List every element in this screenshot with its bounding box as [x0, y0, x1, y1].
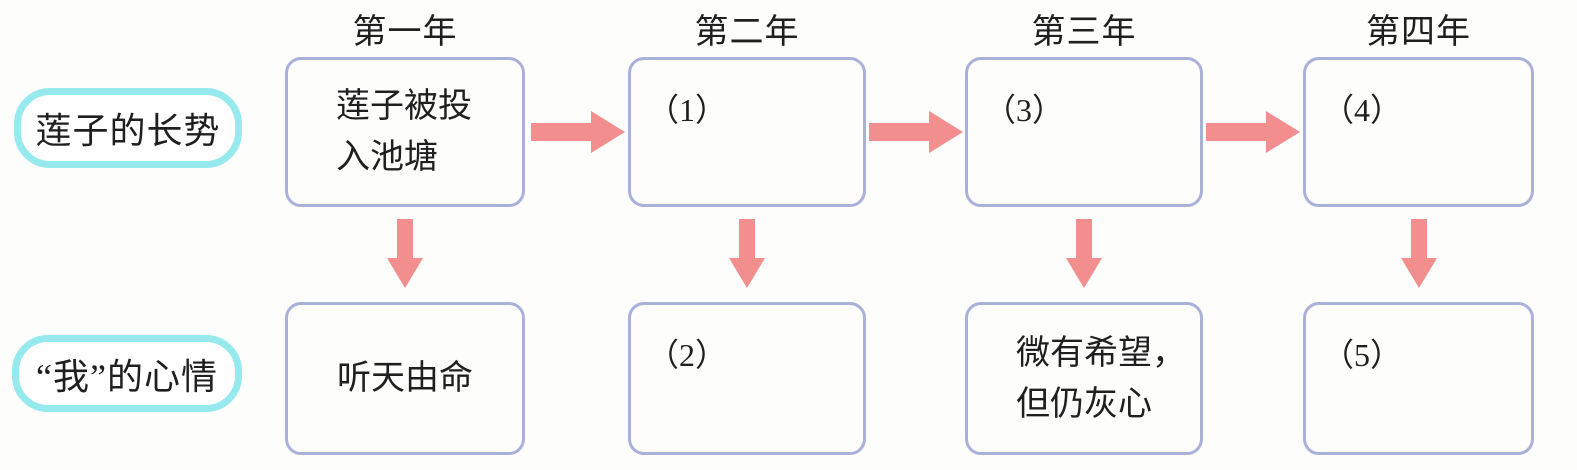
column-year-2: 第二年 （1） （2）: [628, 0, 866, 470]
growth-box-blank-1: （1）: [628, 57, 866, 207]
row-label-growth-text: 莲子的长势: [35, 111, 221, 151]
row-label-mood-text: “我”的心情: [36, 356, 218, 397]
down-arrow-icon: [1065, 219, 1103, 289]
growth-box-text: （1）: [647, 92, 728, 128]
down-arrow-icon: [386, 219, 424, 289]
row-label-mood: “我”的心情: [12, 335, 242, 412]
growth-box-text: 莲子被投 入池塘: [336, 88, 472, 176]
mood-box-blank-2: （2）: [628, 302, 866, 455]
right-arrow-icon: [869, 109, 964, 155]
column-year-3: 第三年 （3） 微有希望， 但仍灰心: [965, 0, 1203, 470]
year-header: 第四年: [1366, 14, 1471, 51]
growth-box-blank-4: （4）: [1303, 57, 1534, 207]
growth-box-text: （3）: [984, 92, 1065, 128]
mood-box-blank-5: （5）: [1303, 302, 1534, 455]
growth-box-blank-3: （3）: [965, 57, 1203, 207]
row-label-growth: 莲子的长势: [14, 88, 242, 168]
growth-box: 莲子被投 入池塘: [285, 57, 525, 207]
mood-box-text: 微有希望， 但仍灰心: [1016, 334, 1186, 423]
mood-box: 微有希望， 但仍灰心: [965, 302, 1203, 455]
year-header: 第三年: [1031, 14, 1137, 51]
down-arrow-icon: [1400, 219, 1438, 289]
mood-box-text: 听天由命: [337, 360, 473, 397]
right-arrow-icon: [1206, 109, 1301, 155]
growth-box-text: （4）: [1322, 92, 1403, 128]
mood-box: 听天由命: [285, 302, 525, 455]
column-year-1: 第一年 莲子被投 入池塘 听天由命: [285, 0, 525, 470]
year-header: 第一年: [352, 14, 458, 51]
year-header: 第二年: [694, 14, 800, 51]
down-arrow-icon: [728, 219, 766, 289]
mood-box-text: （5）: [1322, 337, 1403, 373]
right-arrow-icon: [531, 109, 626, 155]
mood-box-text: （2）: [647, 337, 728, 373]
column-year-4: 第四年 （4） （5）: [1303, 0, 1534, 470]
